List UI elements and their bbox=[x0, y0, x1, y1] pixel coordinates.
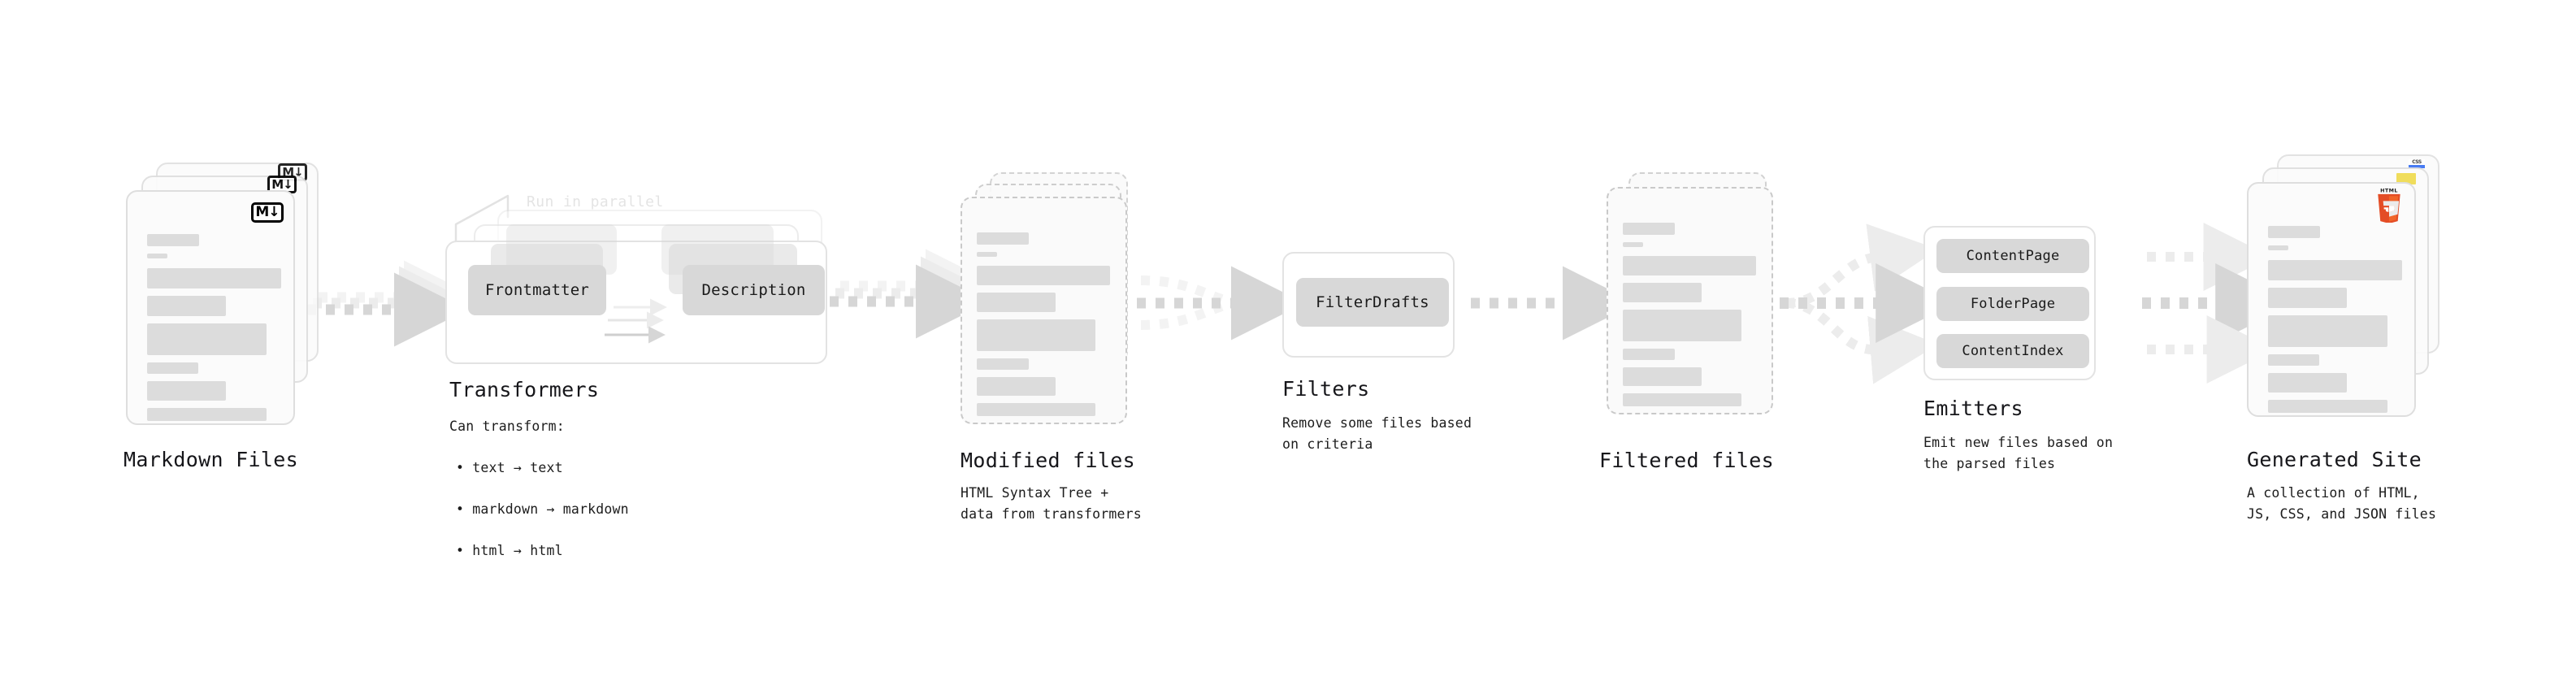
emitter-chip-contentpage[interactable]: ContentPage bbox=[1936, 239, 2089, 273]
skeleton-bar bbox=[977, 377, 1056, 396]
transformer-inner-arrows bbox=[605, 298, 667, 344]
filtered-files-title: Filtered files bbox=[1599, 449, 1774, 472]
skeleton-bar bbox=[977, 358, 1029, 370]
modified-files-title: Modified files bbox=[961, 449, 1135, 472]
run-in-parallel-label: Run in parallel bbox=[527, 193, 664, 210]
skeleton-bar bbox=[147, 381, 226, 401]
site-card-front-html: HTML bbox=[2247, 182, 2416, 417]
filtered-card-front bbox=[1607, 187, 1773, 414]
emitter-chip-contentindex[interactable]: ContentIndex bbox=[1936, 334, 2089, 368]
bullet-markdown-to-markdown: • markdown → markdown bbox=[456, 501, 629, 517]
skeleton-bar bbox=[147, 296, 226, 316]
skeleton-bar bbox=[977, 232, 1029, 245]
css-icon: CSS bbox=[2409, 159, 2425, 168]
modified-skeleton-bars bbox=[977, 232, 1110, 423]
skeleton-bar bbox=[1623, 393, 1741, 406]
skeleton-bar bbox=[1623, 256, 1756, 275]
filter-chip-filterdrafts[interactable]: FilterDrafts bbox=[1296, 278, 1449, 327]
filters-box: FilterDrafts bbox=[1282, 252, 1455, 358]
generated-site-subtitle: A collection of HTML, JS, CSS, and JSON … bbox=[2247, 485, 2437, 522]
transformers-group: Frontmatter Description bbox=[445, 210, 852, 364]
skeleton-bar bbox=[2268, 226, 2320, 238]
skeleton-bar bbox=[147, 408, 267, 421]
arrow-emitters-to-site bbox=[2142, 223, 2296, 384]
skeleton-bar bbox=[147, 254, 167, 258]
skeleton-bar bbox=[1623, 223, 1675, 235]
skeleton-bar bbox=[1623, 242, 1643, 247]
filtered-files-card-stack bbox=[1599, 172, 1786, 424]
transformers-bullet-list: • text → text • markdown → markdown • ht… bbox=[456, 436, 629, 582]
skeleton-bar bbox=[1623, 283, 1702, 302]
skeleton-bar bbox=[977, 266, 1110, 285]
skeleton-bar bbox=[2268, 288, 2347, 308]
skeleton-bar bbox=[2268, 400, 2387, 413]
site-skeleton-bars bbox=[2268, 226, 2402, 420]
filters-subtitle: Remove some files based on criteria bbox=[1282, 415, 1472, 452]
modified-card-front bbox=[961, 197, 1127, 424]
markdown-card-front: M↓ bbox=[126, 190, 295, 425]
filters-title: Filters bbox=[1282, 377, 1370, 401]
markdown-files-card-stack: M↓ M↓ M↓ bbox=[126, 163, 321, 425]
modified-files-card-stack bbox=[961, 172, 1147, 424]
skeleton-bar bbox=[977, 293, 1056, 312]
skeleton-bar bbox=[1623, 310, 1741, 341]
modified-files-subtitle: HTML Syntax Tree + data from transformer… bbox=[961, 485, 1142, 522]
skeleton-bar bbox=[147, 268, 281, 288]
skeleton-bar bbox=[2268, 315, 2387, 347]
generated-site-title: Generated Site bbox=[2247, 448, 2422, 471]
filtered-skeleton-bars bbox=[1623, 223, 1756, 414]
transformers-subtitle: Can transform: bbox=[449, 419, 565, 434]
svg-text:HTML: HTML bbox=[2380, 189, 2398, 194]
html5-icon: HTML bbox=[2374, 188, 2405, 224]
js-icon bbox=[2396, 173, 2416, 184]
skeleton-bar bbox=[977, 319, 1095, 351]
bullet-html-to-html: • html → html bbox=[456, 542, 563, 558]
emitters-subtitle: Emit new files based on the parsed files bbox=[1923, 435, 2114, 471]
markdown-skeleton-bars bbox=[147, 234, 281, 428]
transformer-chip-description[interactable]: Description bbox=[683, 265, 825, 315]
generated-site-card-stack: CSS HTML bbox=[2247, 154, 2450, 423]
skeleton-bar bbox=[1623, 367, 1702, 386]
skeleton-bar bbox=[147, 362, 198, 374]
markdown-icon: M↓ bbox=[251, 202, 284, 223]
skeleton-bar bbox=[2268, 373, 2347, 393]
markdown-files-title: Markdown Files bbox=[124, 448, 298, 471]
arrow-modified-to-filters bbox=[1137, 266, 1305, 340]
skeleton-bar bbox=[2268, 354, 2319, 366]
transformers-title: Transformers bbox=[449, 378, 600, 401]
arrow-markdown-to-transformers bbox=[307, 260, 478, 347]
skeleton-bar bbox=[977, 252, 997, 257]
emitters-box: ContentPage FolderPage ContentIndex bbox=[1923, 226, 2096, 380]
skeleton-bar bbox=[147, 323, 267, 355]
emitters-title: Emitters bbox=[1923, 397, 2023, 420]
bullet-text-to-text: • text → text bbox=[456, 459, 563, 475]
skeleton-bar bbox=[147, 234, 199, 246]
skeleton-bar bbox=[1623, 349, 1675, 360]
skeleton-bar bbox=[977, 403, 1095, 416]
skeleton-bar bbox=[2268, 260, 2402, 280]
emitter-chip-folderpage[interactable]: FolderPage bbox=[1936, 287, 2089, 321]
transformer-chip-frontmatter[interactable]: Frontmatter bbox=[468, 265, 606, 315]
skeleton-bar bbox=[2268, 245, 2288, 250]
arrow-filtered-to-emitters bbox=[1780, 223, 1956, 384]
